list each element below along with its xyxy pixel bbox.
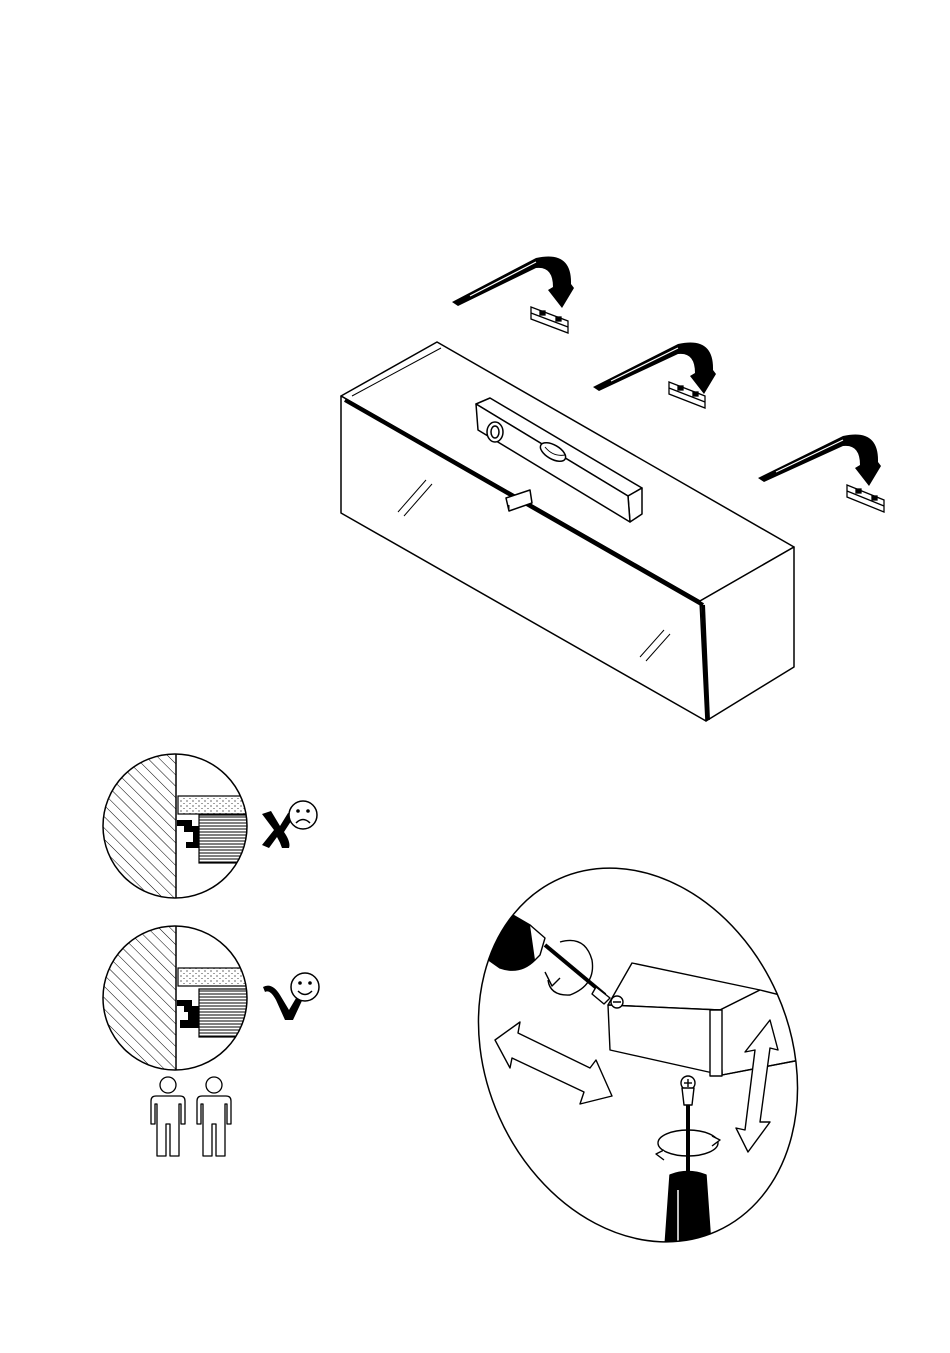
sad-face-icon — [289, 801, 317, 829]
adjustment-detail — [421, 817, 856, 1293]
happy-face-icon — [291, 973, 319, 1001]
hook-arrow-2 — [593, 342, 716, 394]
detail-wrong-mounting — [100, 750, 317, 910]
wall-hanger-bracket-1 — [531, 307, 568, 333]
detail-correct-mounting — [100, 922, 319, 1082]
screwdriver-icon — [664, 1088, 712, 1260]
person-icon — [151, 1077, 185, 1156]
wall-hanger-bracket-3 — [847, 485, 884, 512]
hook-arrow-3 — [758, 434, 881, 486]
hook-arrow-1 — [452, 256, 574, 308]
person-icon — [197, 1077, 231, 1156]
screwdriver-icon — [460, 890, 610, 1004]
cabinet — [341, 342, 794, 721]
horizontal-adjust-arrow-icon — [495, 1022, 612, 1104]
two-person-icon — [151, 1077, 231, 1156]
